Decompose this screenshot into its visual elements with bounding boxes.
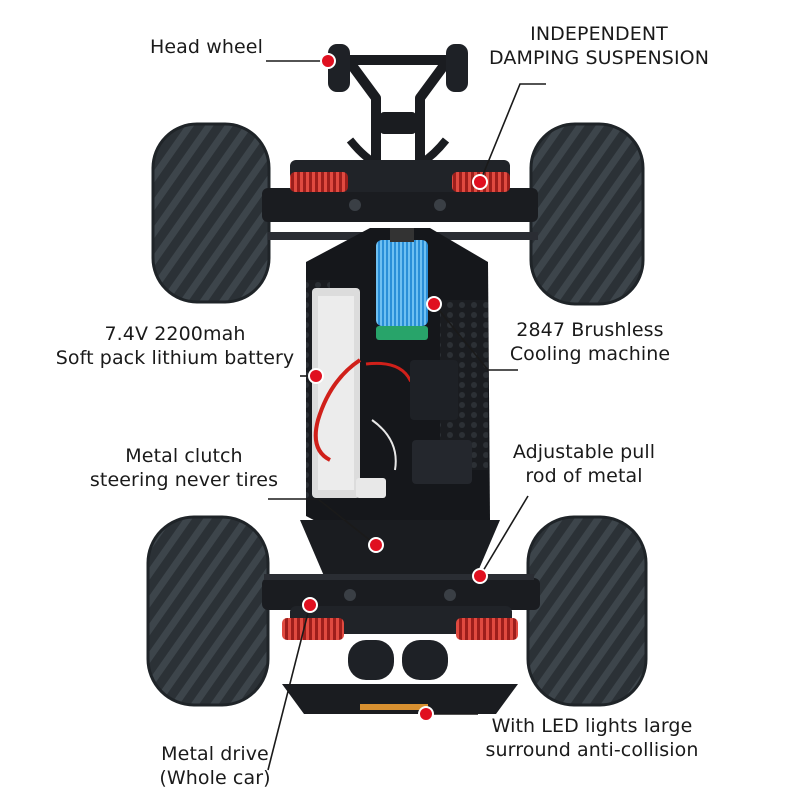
label-battery: 7.4V 2200mah Soft pack lithium battery	[55, 323, 295, 369]
front-left-tire	[151, 122, 271, 304]
callout-dot-head-wheel	[320, 53, 336, 69]
front-right-tire	[529, 122, 645, 306]
rear-bumper	[282, 640, 518, 714]
callout-dot-motor	[426, 296, 442, 312]
rear-right-tire	[526, 515, 648, 707]
esc-wiring	[313, 358, 472, 498]
rear-axle-assembly	[262, 520, 540, 634]
callout-dots	[302, 53, 488, 722]
callout-leaders	[266, 60, 546, 771]
rear-left-tire	[146, 515, 270, 707]
label-led: With LED lights large surround anti-coll…	[485, 715, 699, 761]
label-suspension: INDEPENDENT DAMPING SUSPENSION	[488, 23, 710, 69]
callout-dot-drive	[302, 597, 318, 613]
callout-dot-battery	[308, 368, 324, 384]
label-clutch: Metal clutch steering never tires	[89, 445, 279, 491]
brushless-motor	[376, 228, 428, 340]
lipo-battery	[312, 288, 360, 498]
label-drive: Metal drive (Whole car)	[159, 743, 271, 789]
label-head-wheel: Head wheel	[150, 36, 263, 58]
rear-shock-springs	[282, 618, 518, 640]
label-pull-rod: Adjustable pull rod of metal	[512, 441, 656, 487]
callout-dot-pull-rod	[472, 568, 488, 584]
callout-dot-clutch	[368, 537, 384, 553]
head-wheel	[328, 44, 468, 92]
callout-dot-suspension	[472, 174, 488, 190]
label-motor: 2847 Brushless Cooling machine	[509, 319, 671, 365]
front-bumper-frame	[343, 55, 453, 175]
callout-dot-led	[418, 706, 434, 722]
